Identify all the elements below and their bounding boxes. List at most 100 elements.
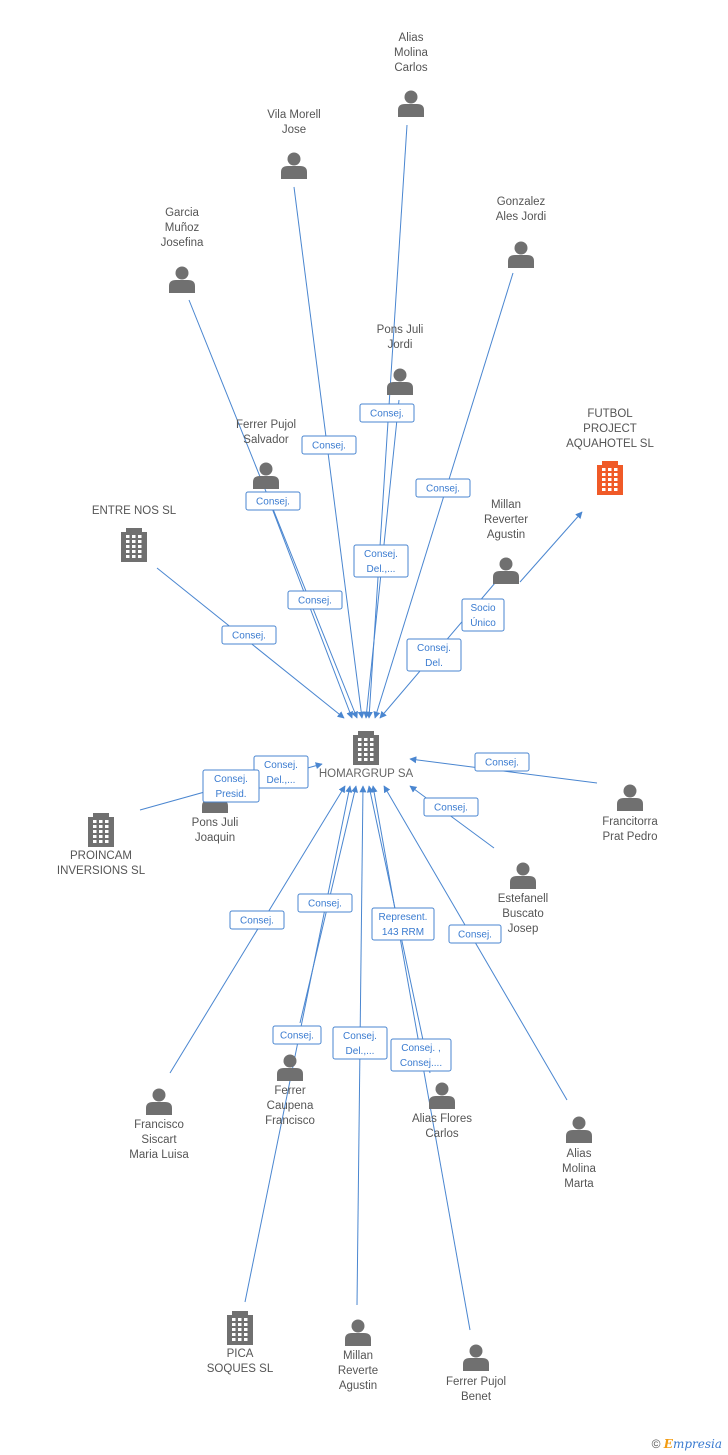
node-label: Reverte xyxy=(338,1365,378,1377)
node-label: Jose xyxy=(282,124,306,136)
edge-label-box[interactable] xyxy=(353,544,409,578)
node-label: Francisco xyxy=(265,1115,315,1127)
edge-label[interactable]: Consej. xyxy=(272,1025,322,1045)
edge-label[interactable]: Consej. xyxy=(415,478,471,498)
edge-millan_reverter_top-to-futbol_project xyxy=(519,511,583,583)
edge-label-text: Consej. xyxy=(426,484,460,495)
edge-label[interactable]: Consej. xyxy=(448,924,502,944)
person-icon xyxy=(253,462,279,489)
node-label: Ales Jordi xyxy=(496,211,547,223)
edge-label[interactable]: Consej.Del.,... xyxy=(253,755,309,789)
node-entre-nos[interactable]: ENTRE NOS SL xyxy=(92,505,177,562)
node-label: PROJECT xyxy=(583,423,637,435)
edge-label[interactable]: Consej. ,Consej.... xyxy=(390,1038,452,1072)
person-icon xyxy=(281,152,307,179)
edge-label-box[interactable] xyxy=(297,893,353,913)
edge-label[interactable]: Consej. xyxy=(301,435,357,455)
edge-label[interactable]: Consej. xyxy=(221,625,277,645)
node-label: Salvador xyxy=(243,434,289,446)
person-icon xyxy=(463,1344,489,1371)
node-label: Alias Flores xyxy=(412,1113,472,1125)
node-label: SOQUES SL xyxy=(207,1363,274,1375)
node-label: PROINCAM xyxy=(70,850,132,862)
node-label: Benet xyxy=(461,1391,492,1403)
node-label: Reverter xyxy=(484,514,528,526)
edge-label-box[interactable] xyxy=(229,910,285,930)
edge-label[interactable]: Consej. xyxy=(229,910,285,930)
edge-label[interactable]: Consej. xyxy=(245,491,301,511)
edge-label-box[interactable] xyxy=(474,752,530,772)
node-homargrup[interactable]: HOMARGRUP SA xyxy=(319,731,414,780)
edge-label-box[interactable] xyxy=(272,1025,322,1045)
edge-label[interactable]: Consej. xyxy=(474,752,530,772)
edge-label[interactable]: Consej. Del.,... xyxy=(332,1026,388,1060)
node-label: Ferrer Pujol xyxy=(236,419,296,431)
person-icon xyxy=(617,784,643,811)
edge-label-text: Consej. xyxy=(364,549,398,560)
node-label: Ferrer Pujol xyxy=(446,1376,506,1388)
edge-label-box[interactable] xyxy=(245,491,301,511)
edge-label-text: Consej. xyxy=(280,1031,314,1042)
edge-label[interactable]: Represent.143 RRM xyxy=(371,907,435,941)
node-label: Agustin xyxy=(487,529,525,541)
edge-label[interactable]: Consej. xyxy=(297,893,353,913)
edge-label-text: Único xyxy=(470,616,496,629)
watermark: © Empresia xyxy=(652,1437,722,1451)
edge-label[interactable]: Consej. xyxy=(423,797,479,817)
node-label: Vila Morell xyxy=(267,109,320,121)
edge-label-box[interactable] xyxy=(423,797,479,817)
edge-label-box[interactable] xyxy=(406,638,462,672)
node-label: Caupena xyxy=(267,1100,314,1112)
edge-label[interactable]: Consej. xyxy=(287,590,343,610)
edge-label-box[interactable] xyxy=(448,924,502,944)
edge-label-box[interactable] xyxy=(371,907,435,941)
node-label: INVERSIONS SL xyxy=(57,865,146,877)
person-icon xyxy=(566,1116,592,1143)
edge-label-box[interactable] xyxy=(332,1026,388,1060)
edge-label-box[interactable] xyxy=(415,478,471,498)
node-proincam[interactable]: PROINCAM INVERSIONS SL xyxy=(57,813,146,877)
edge-label-text: Consej. xyxy=(232,631,266,642)
edge-label-text: Consej. xyxy=(343,1031,377,1042)
edge-label[interactable]: Consej. xyxy=(359,403,415,423)
edge-label-text: Represent. xyxy=(379,912,428,923)
node-label: Carlos xyxy=(394,62,427,74)
edge-label[interactable]: Consej.Del. xyxy=(406,638,462,672)
node-label: Pons Juli xyxy=(192,817,239,829)
edge-label-box[interactable] xyxy=(221,625,277,645)
person-icon xyxy=(169,266,195,293)
edge-label-text: Del.,... xyxy=(367,564,396,575)
node-label: Millan xyxy=(343,1350,373,1362)
edge-label-box[interactable] xyxy=(301,435,357,455)
edge-label-box[interactable] xyxy=(461,598,505,632)
person-icon xyxy=(387,368,413,395)
edge-label-box[interactable] xyxy=(202,769,260,803)
edge-label-text: Presid. xyxy=(215,789,246,800)
edge-label-text: Del.,... xyxy=(346,1046,375,1057)
edge-label[interactable]: Consej. Del.,... xyxy=(353,544,409,578)
edge-label[interactable]: Consej.Presid. xyxy=(202,769,260,803)
node-label: Siscart xyxy=(141,1134,177,1146)
edge-label-box[interactable] xyxy=(359,403,415,423)
edge-label-box[interactable] xyxy=(390,1038,452,1072)
person-icon xyxy=(398,90,424,117)
edge-label-box[interactable] xyxy=(287,590,343,610)
